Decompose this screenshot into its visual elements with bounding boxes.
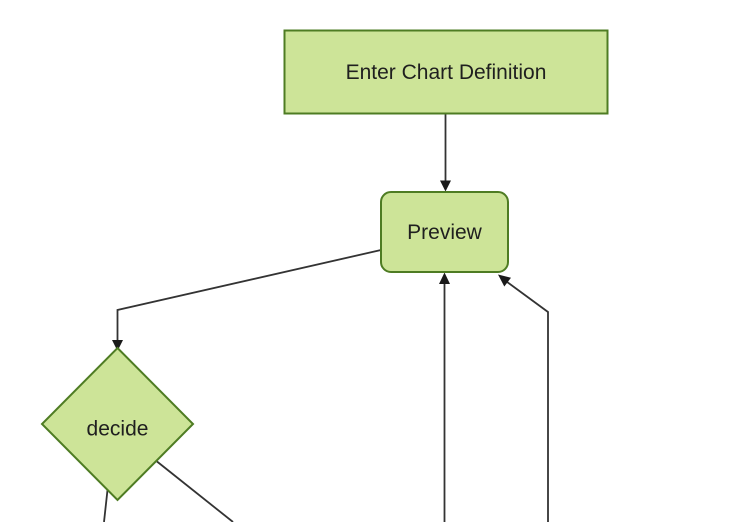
edge-offscreen-to-preview-bottomright xyxy=(505,280,549,522)
arrowhead-into-preview-bottom-icon xyxy=(439,272,450,284)
node-layer: Enter Chart Definition Preview decide xyxy=(40,29,609,502)
node-preview-shape xyxy=(380,191,509,273)
arrowhead-into-decide-top-icon xyxy=(112,340,123,351)
node-enter-chart-definition-shape xyxy=(283,29,609,115)
node-enter-chart-definition: Enter Chart Definition xyxy=(283,29,609,115)
edge-decide-to-offscreen-bottomright xyxy=(156,460,234,522)
node-enter-chart-definition-label: Enter Chart Definition xyxy=(346,61,547,84)
node-decide-shape xyxy=(40,346,195,502)
arrowhead-into-preview-bottomright-icon xyxy=(498,274,511,287)
edge-preview-to-decide xyxy=(116,249,382,341)
node-preview: Preview xyxy=(380,191,509,273)
node-preview-label: Preview xyxy=(407,221,483,244)
edge-layer xyxy=(103,114,549,522)
node-decide: decide xyxy=(40,346,195,502)
node-decide-label: decide xyxy=(87,418,149,441)
arrowhead-into-preview-top-icon xyxy=(440,180,451,192)
edge-decide-to-offscreen-bottomleft xyxy=(103,489,109,522)
